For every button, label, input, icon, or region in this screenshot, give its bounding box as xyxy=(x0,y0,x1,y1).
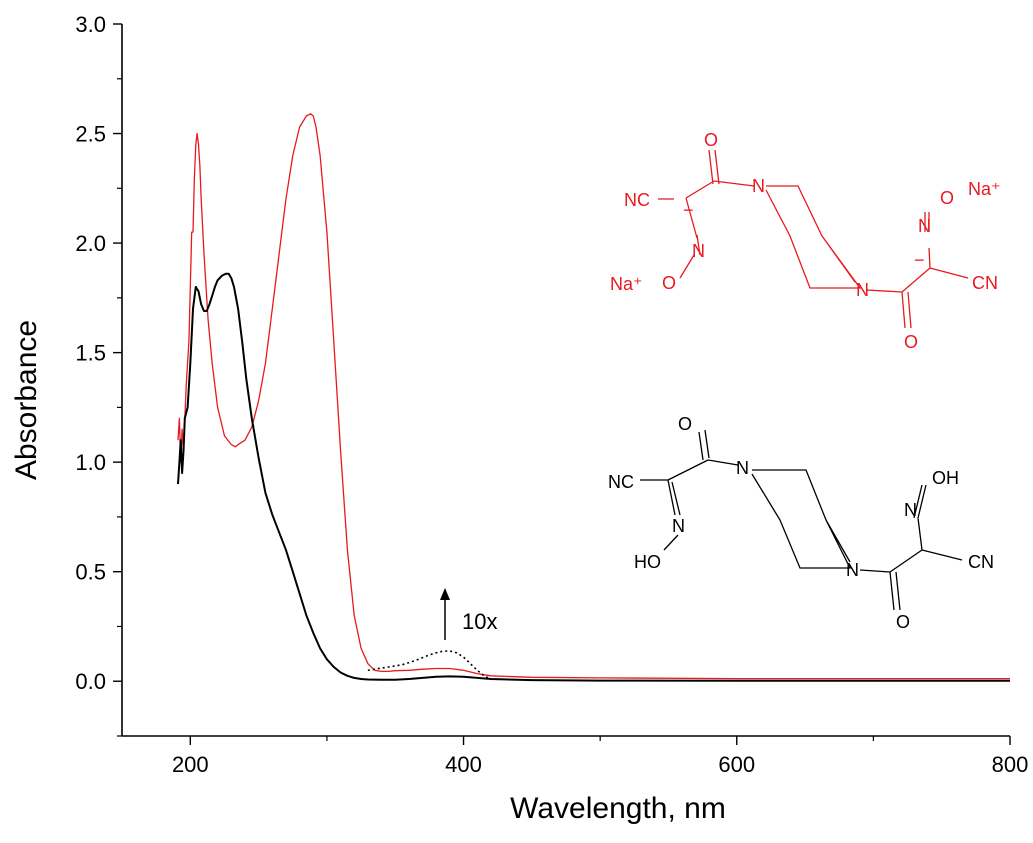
y-tick-label: 2.0 xyxy=(75,231,106,256)
red-atom-n-nitroso-left: N xyxy=(692,241,705,261)
red-structure-bonds xyxy=(658,149,969,329)
x-tick-label: 600 xyxy=(718,752,755,777)
black-atom-nc: NC xyxy=(608,472,634,492)
black-atom-oh: OH xyxy=(932,468,959,488)
black-atom-n-oxime-left: N xyxy=(672,516,685,536)
black-structure-bonds xyxy=(640,429,963,611)
red-structure: O NC N Na⁺ N O N Na⁺ O N CN O − − xyxy=(610,130,1001,352)
black-atom-o-top: O xyxy=(678,414,692,434)
y-tick-label: 2.5 xyxy=(75,122,106,147)
y-axis-title: Absorbance xyxy=(10,320,43,480)
y-tick-label: 1.5 xyxy=(75,341,106,366)
red-atom-o-bottom: O xyxy=(904,332,918,352)
red-atom-na-right: Na⁺ xyxy=(968,179,1001,199)
black-atom-n1: N xyxy=(736,458,749,478)
red-atom-na-left: Na⁺ xyxy=(610,274,643,294)
black-structure: O NC N OH N N HO N CN O xyxy=(608,414,994,632)
y-tick-label: 1.0 xyxy=(75,450,106,475)
series-line-0 xyxy=(177,113,1010,680)
y-tick-label: 0.5 xyxy=(75,560,106,585)
x-tick-label: 400 xyxy=(445,752,482,777)
red-charge-left: − xyxy=(683,200,694,220)
red-atom-n2: N xyxy=(856,280,869,300)
annotation-label: 10x xyxy=(462,609,497,634)
series-line-2 xyxy=(367,650,492,680)
black-atom-ho: HO xyxy=(634,552,661,572)
red-atom-o-top: O xyxy=(704,130,718,150)
red-atom-o-nitroso-left: O xyxy=(662,273,676,293)
x-tick-label: 800 xyxy=(992,752,1029,777)
black-atom-cn: CN xyxy=(968,552,994,572)
axes: 0.0 0.5 1.0 1.5 2.0 2.5 3.0 200 400 600 800Wavelen… xyxy=(10,12,1028,825)
y-tick-label: 3.0 xyxy=(75,12,106,37)
series-line-1 xyxy=(177,272,1010,682)
black-atom-o-bottom: O xyxy=(896,612,910,632)
black-atom-n-oxime-right: N xyxy=(904,500,917,520)
series-layer xyxy=(177,113,1010,682)
annotation: 10x xyxy=(440,588,497,640)
x-axis-title: Wavelength, nm xyxy=(510,792,726,825)
black-atom-n2: N xyxy=(846,560,859,580)
y-tick-label: 0.0 xyxy=(75,669,106,694)
red-charge-right: − xyxy=(914,250,925,270)
red-atom-o-nitroso-right: O xyxy=(940,188,954,208)
red-atom-n-nitroso-right: N xyxy=(918,216,931,236)
annotation-arrow-head xyxy=(440,588,450,600)
x-tick-label: 200 xyxy=(172,752,209,777)
red-atom-n1: N xyxy=(752,176,765,196)
red-atom-cn: CN xyxy=(972,273,998,293)
red-atom-nc: NC xyxy=(624,190,650,210)
